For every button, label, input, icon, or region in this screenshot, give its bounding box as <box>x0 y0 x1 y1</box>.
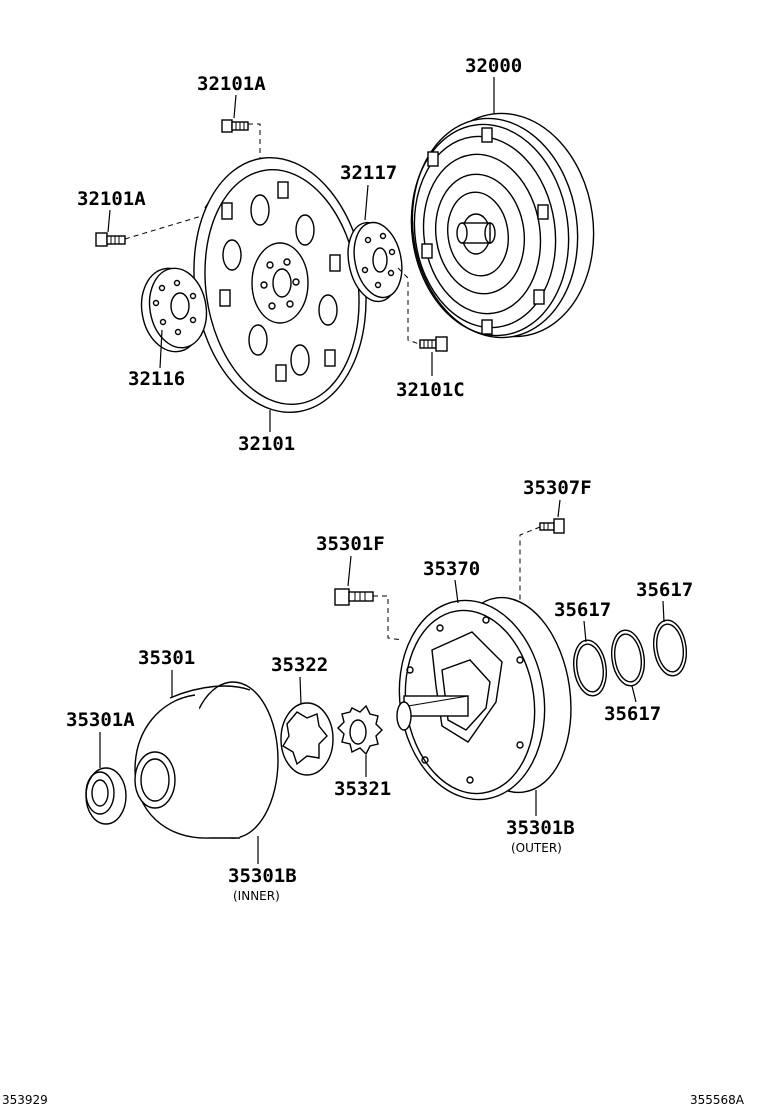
label-32101: 32101 <box>238 433 295 455</box>
driven-gear-35322 <box>280 702 334 776</box>
leader-35617-b <box>662 600 665 623</box>
spacer-32116 <box>140 267 208 353</box>
label-32101A-top: 32101A <box>197 73 266 95</box>
leader-32116 <box>159 329 163 369</box>
leader-32101A-left <box>107 209 111 233</box>
torque-converter-32000 <box>410 112 595 339</box>
leader-35617-c <box>631 685 637 703</box>
label-35321: 35321 <box>334 778 391 800</box>
leader-35322 <box>299 676 302 705</box>
label-35301F: 35301F <box>316 533 385 555</box>
label-35301A: 35301A <box>66 709 135 731</box>
seal-rings-35617 <box>572 619 688 697</box>
oil-pump-body-35301 <box>134 681 279 839</box>
catalog-code-left: 353929 <box>2 1093 48 1107</box>
label-32000: 32000 <box>465 55 522 77</box>
flex-plate-32101 <box>193 156 367 414</box>
label-32117: 32117 <box>340 162 397 184</box>
label-35301: 35301 <box>138 647 195 669</box>
leader-32101A-top <box>233 94 237 119</box>
leader-32101A-left-dash <box>124 211 216 240</box>
leader-32117 <box>364 184 369 221</box>
bolt-35301F <box>334 588 374 606</box>
catalog-code-right: 355568A <box>690 1093 745 1107</box>
oil-pump-35370 <box>396 596 572 801</box>
spacer-32117 <box>347 221 403 303</box>
bolt-32101C <box>419 336 448 352</box>
bolt-35307F <box>539 518 565 534</box>
leader-35307F <box>557 499 561 518</box>
label-32101A-left: 32101A <box>77 188 146 210</box>
leader-35617-a <box>583 620 587 643</box>
label-35322: 35322 <box>271 654 328 676</box>
label-35301B-outer: 35301B <box>506 817 575 839</box>
label-35617-c: 35617 <box>604 703 661 725</box>
leader-32101C-dash <box>397 267 423 346</box>
sublabel-outer: (OUTER) <box>511 841 562 855</box>
oil-seal-35301A <box>85 767 127 825</box>
sublabel-inner: (INNER) <box>233 889 280 903</box>
bolt-32101A-left <box>95 232 126 247</box>
label-35307F: 35307F <box>523 477 592 499</box>
leader-35370 <box>454 579 459 604</box>
bolt-32101A-top <box>221 119 249 133</box>
label-35617-b: 35617 <box>636 579 693 601</box>
leader-35301F <box>347 555 352 587</box>
leader-32101A-top-dash <box>248 123 261 200</box>
drive-gear-35321 <box>337 704 383 756</box>
label-35370: 35370 <box>423 558 480 580</box>
label-35301B-inner: 35301B <box>228 865 297 887</box>
leader-35301F-dash <box>373 595 403 641</box>
label-32116: 32116 <box>128 368 185 390</box>
label-35617-a: 35617 <box>554 599 611 621</box>
label-32101C: 32101C <box>396 379 465 401</box>
